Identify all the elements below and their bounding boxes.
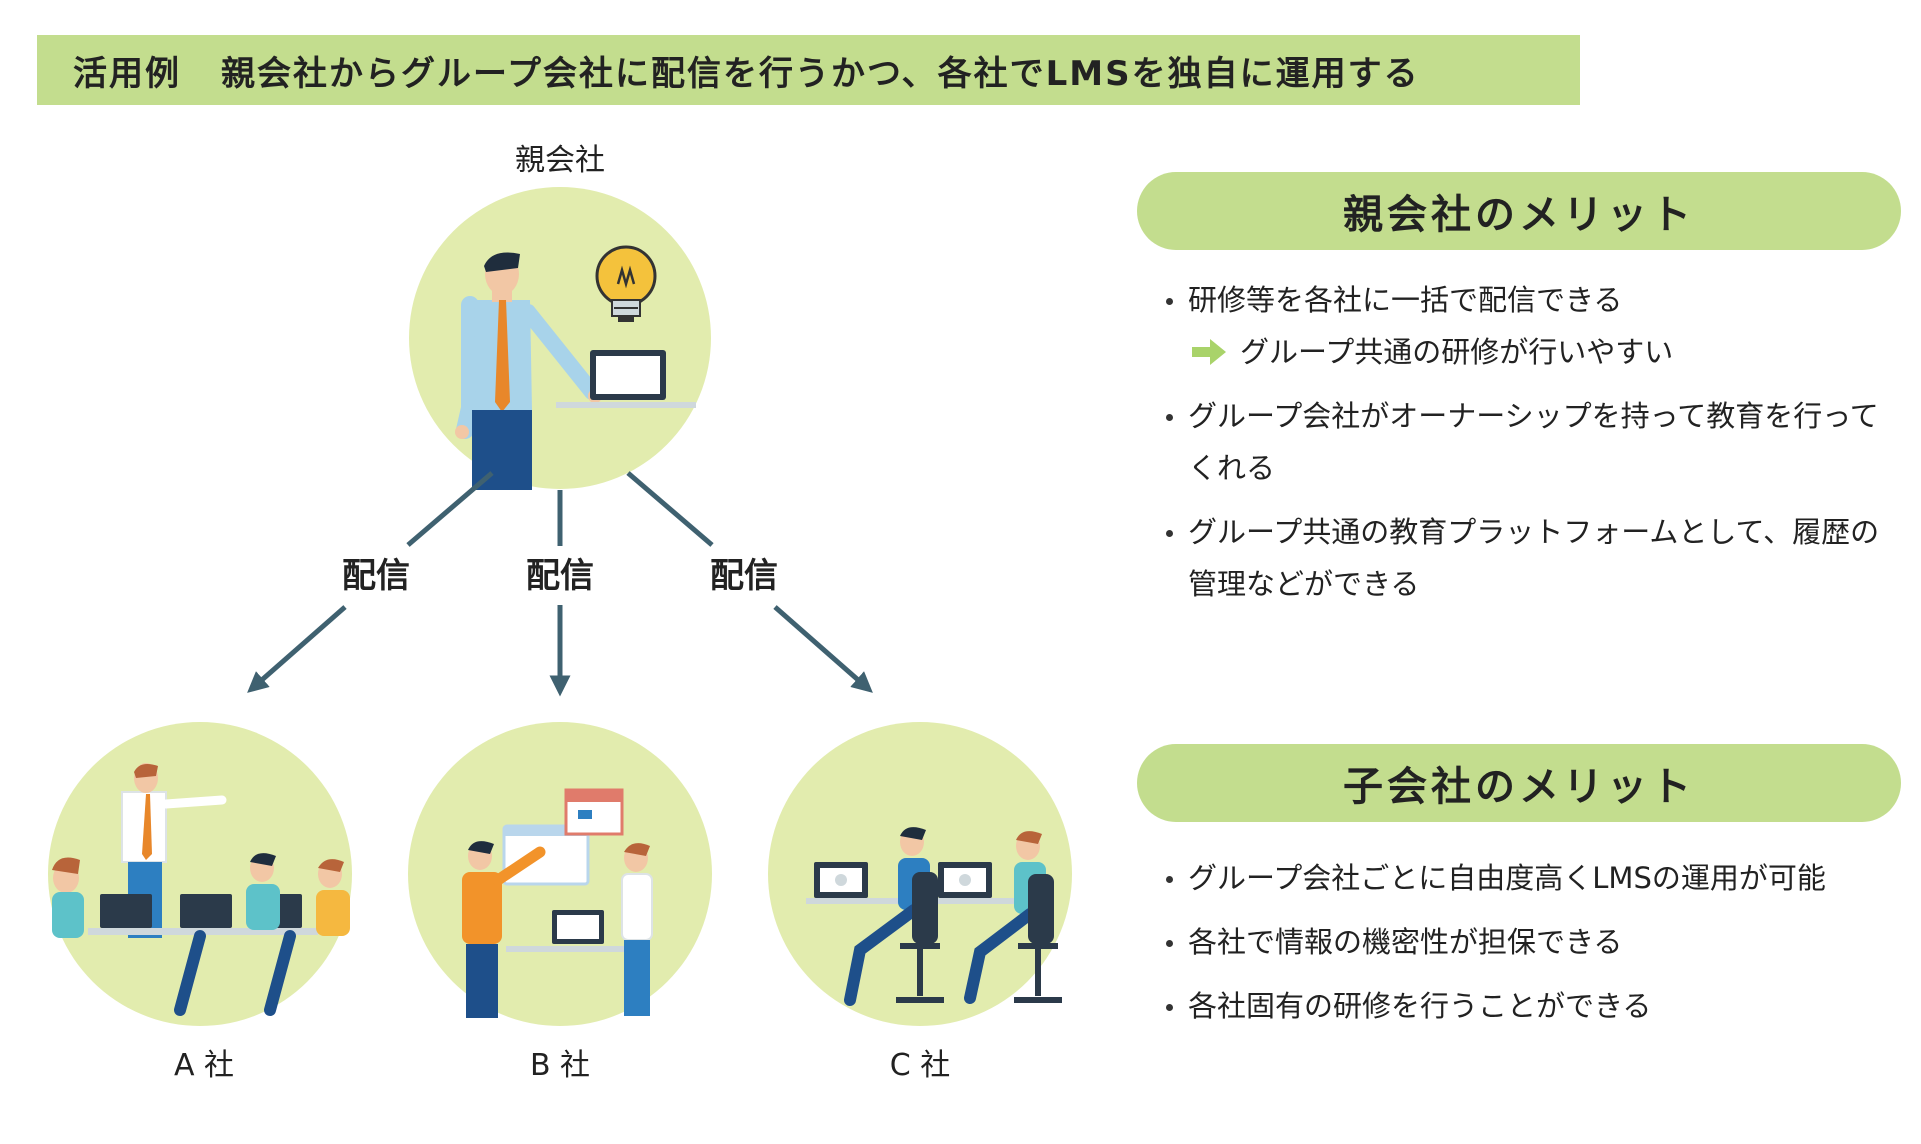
company-b-node <box>408 722 712 1026</box>
title-banner: 活用例親会社からグループ会社に配信を行うかつ、各社でLMSを独自に運用する <box>37 35 1580 105</box>
parent-merit-list: 研修等を各社に一括で配信できる グループ共通の研修が行いやすい グループ会社がオ… <box>1162 274 1902 622</box>
parent-company-node <box>409 187 711 490</box>
company-a-node <box>48 722 352 1026</box>
company-a-label: A 社 <box>174 1048 234 1083</box>
company-a-circle <box>48 722 352 1026</box>
edge-label-c: 配信 <box>710 556 778 596</box>
meeting-team-icon <box>52 763 350 1016</box>
lightbulb-icon <box>595 245 657 322</box>
child-merit-item-3: 各社固有の研修を行うことができる <box>1162 980 1902 1032</box>
company-b-label: B 社 <box>530 1048 590 1083</box>
parent-merit-sub-item: グループ共通の研修が行いやすい <box>1188 326 1902 378</box>
parent-merit-heading: 親会社のメリット <box>1137 172 1901 250</box>
parent-circle <box>409 187 711 489</box>
desk-workers-icon <box>806 827 1062 1006</box>
title-text: 親会社からグループ会社に配信を行うかつ、各社でLMSを独自に運用する <box>221 53 1420 94</box>
right-arrow-icon <box>1192 339 1226 365</box>
arrow-to-a <box>247 605 347 693</box>
child-merit-heading: 子会社のメリット <box>1137 744 1901 822</box>
edge-label-b: 配信 <box>526 556 594 596</box>
parent-merit-item-1-text: 研修等を各社に一括で配信できる <box>1188 283 1623 317</box>
parent-merit-item-2: グループ会社がオーナーシップを持って教育を行ってくれる <box>1162 390 1902 494</box>
arrow-a-upper <box>406 471 494 547</box>
parent-company-label: 親会社 <box>515 143 605 178</box>
company-c-node <box>768 722 1072 1026</box>
planning-team-icon <box>462 788 653 1018</box>
edge-label-a: 配信 <box>342 556 410 596</box>
child-merit-list: グループ会社ごとに自由度高くLMSの運用が可能 各社で情報の機密性が担保できる … <box>1162 852 1902 1044</box>
distribution-arrows <box>247 471 873 697</box>
parent-merit-item-1: 研修等を各社に一括で配信できる グループ共通の研修が行いやすい <box>1162 274 1902 378</box>
arrow-c-upper <box>626 471 714 547</box>
distribution-diagram: 親会社 <box>48 143 1072 1083</box>
child-merit-item-2: 各社で情報の機密性が担保できる <box>1162 916 1902 968</box>
arrow-to-c <box>773 605 873 693</box>
parent-merit-sub-item-text: グループ共通の研修が行いやすい <box>1240 335 1674 369</box>
title-prefix: 活用例 <box>73 53 181 94</box>
child-merit-item-1: グループ会社ごとに自由度高くLMSの運用が可能 <box>1162 852 1902 904</box>
presenter-man-icon <box>455 252 602 490</box>
company-c-label: C 社 <box>890 1048 950 1083</box>
parent-merit-item-3: グループ共通の教育プラットフォームとして、履歴の管理などができる <box>1162 506 1902 610</box>
laptop-icon <box>556 350 696 408</box>
